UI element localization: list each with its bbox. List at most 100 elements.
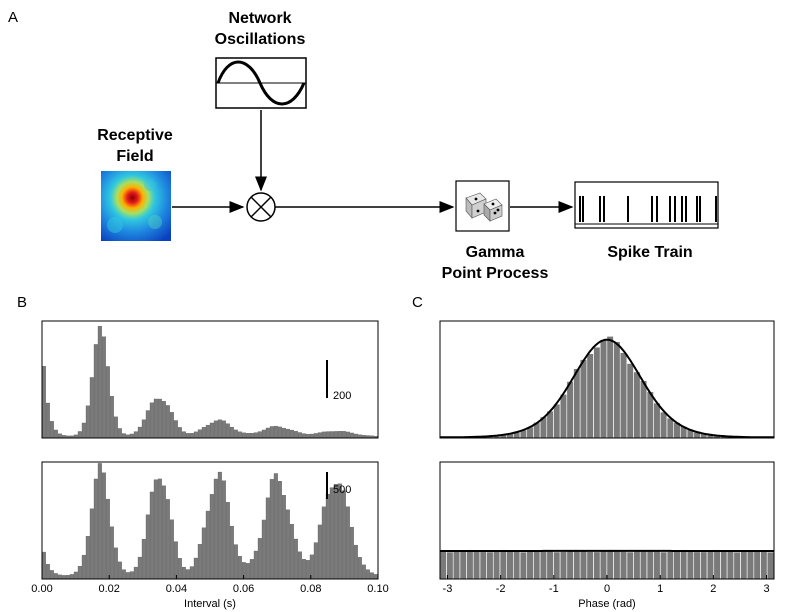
- diagram-svg: [101, 57, 719, 241]
- oscillation-label-line1: Network: [228, 10, 292, 27]
- panel-b-bottom-histogram: [41, 463, 378, 580]
- histogram-bar: [373, 574, 378, 580]
- histogram-bar: [101, 336, 106, 439]
- histogram-bar: [365, 569, 370, 580]
- histogram-bar: [660, 411, 668, 439]
- histogram-bar: [229, 426, 234, 439]
- histogram-bar: [233, 429, 238, 439]
- histogram-bar: [301, 559, 306, 580]
- x-tick-label: 2: [710, 583, 716, 595]
- histogram-bar: [686, 550, 694, 580]
- histogram-bar: [121, 569, 126, 580]
- histogram-bar: [129, 571, 134, 580]
- histogram-bar: [277, 426, 282, 439]
- histogram-bar: [249, 433, 254, 439]
- histogram-bar: [177, 558, 182, 580]
- histogram-bar: [229, 525, 234, 580]
- sine-wave: [216, 60, 306, 106]
- histogram-bar: [193, 431, 198, 439]
- histogram-bar: [189, 433, 194, 439]
- gamma-label-line1: Gamma: [465, 244, 525, 261]
- histogram-bar: [313, 542, 318, 580]
- histogram-bar: [41, 551, 46, 580]
- histogram-bar: [189, 566, 194, 580]
- histogram-bar: [257, 431, 262, 439]
- histogram-bar: [333, 484, 338, 580]
- histogram-bar: [177, 427, 182, 439]
- x-tick-label: 0.02: [98, 583, 119, 595]
- histogram-bar: [321, 431, 326, 439]
- histogram-bar: [181, 431, 186, 439]
- histogram-bar: [289, 524, 294, 580]
- histogram-bar: [193, 557, 198, 580]
- x-tick-label: 0.04: [166, 583, 187, 595]
- histogram-bar: [700, 551, 708, 580]
- histogram-bar: [213, 420, 218, 439]
- histogram-bar: [459, 550, 467, 580]
- histogram-bar: [297, 432, 302, 439]
- histogram-bar: [357, 557, 362, 580]
- histogram-bar: [89, 508, 94, 580]
- histogram-bar: [225, 502, 230, 580]
- histogram-bar: [593, 347, 601, 439]
- histogram-bar: [165, 405, 170, 439]
- histogram-bar: [257, 538, 262, 580]
- panel-b-top-frame: [41, 320, 379, 439]
- receptive-field-image: [101, 171, 171, 241]
- histogram-bar: [65, 575, 70, 580]
- histogram-bar: [49, 570, 54, 580]
- histogram-bar: [45, 564, 50, 580]
- histogram-bar: [185, 569, 190, 580]
- histogram-bar: [173, 420, 178, 439]
- histogram-bar: [693, 551, 701, 580]
- histogram-bar: [305, 560, 310, 580]
- histogram-bar: [646, 391, 654, 439]
- histogram-bar: [600, 550, 607, 580]
- histogram-bar: [133, 566, 138, 580]
- histogram-bar: [85, 536, 90, 580]
- histogram-bar: [273, 425, 278, 439]
- histogram-bar: [740, 550, 748, 580]
- histogram-bar: [353, 544, 358, 580]
- histogram-bar: [205, 424, 210, 439]
- histogram-bar: [181, 566, 186, 580]
- histogram-bar: [325, 431, 330, 439]
- histogram-bar: [606, 549, 614, 580]
- histogram-bar: [217, 471, 222, 580]
- histogram-bar: [707, 550, 714, 580]
- histogram-bar: [620, 551, 627, 580]
- histogram-bar: [197, 544, 202, 580]
- x-tick-label: 0: [604, 583, 610, 595]
- histogram-bar: [613, 341, 621, 439]
- histogram-bar: [129, 433, 134, 439]
- x-tick-label: 3: [763, 583, 769, 595]
- histogram-bar: [209, 494, 214, 580]
- histogram-bar: [626, 363, 634, 439]
- rf-label-line2: Field: [116, 148, 154, 165]
- histogram-bar: [69, 574, 74, 580]
- histogram-bar: [767, 551, 774, 580]
- histogram-bar: [97, 325, 102, 439]
- histogram-bar: [113, 547, 118, 580]
- histogram-bar: [241, 432, 246, 439]
- histogram-bar: [233, 544, 238, 580]
- panel-b-bottom-frame: [41, 461, 379, 580]
- histogram-bar: [633, 550, 641, 580]
- histogram-bar: [281, 427, 286, 439]
- histogram-bar: [613, 550, 621, 580]
- histogram-bar: [225, 423, 230, 439]
- histogram-bar: [201, 527, 206, 580]
- histogram-bar: [653, 402, 661, 439]
- panel-c-top-histogram: [439, 336, 774, 439]
- histogram-bar: [620, 352, 627, 439]
- histogram-bar: [633, 371, 641, 439]
- x-tick-label: 1: [657, 583, 663, 595]
- histogram-bar: [486, 551, 494, 580]
- histogram-bar: [580, 550, 587, 580]
- histogram-bar: [141, 419, 146, 439]
- histogram-bar: [453, 551, 460, 580]
- histogram-bar: [586, 551, 594, 580]
- histogram-bar: [499, 549, 507, 580]
- histogram-bar: [265, 497, 270, 580]
